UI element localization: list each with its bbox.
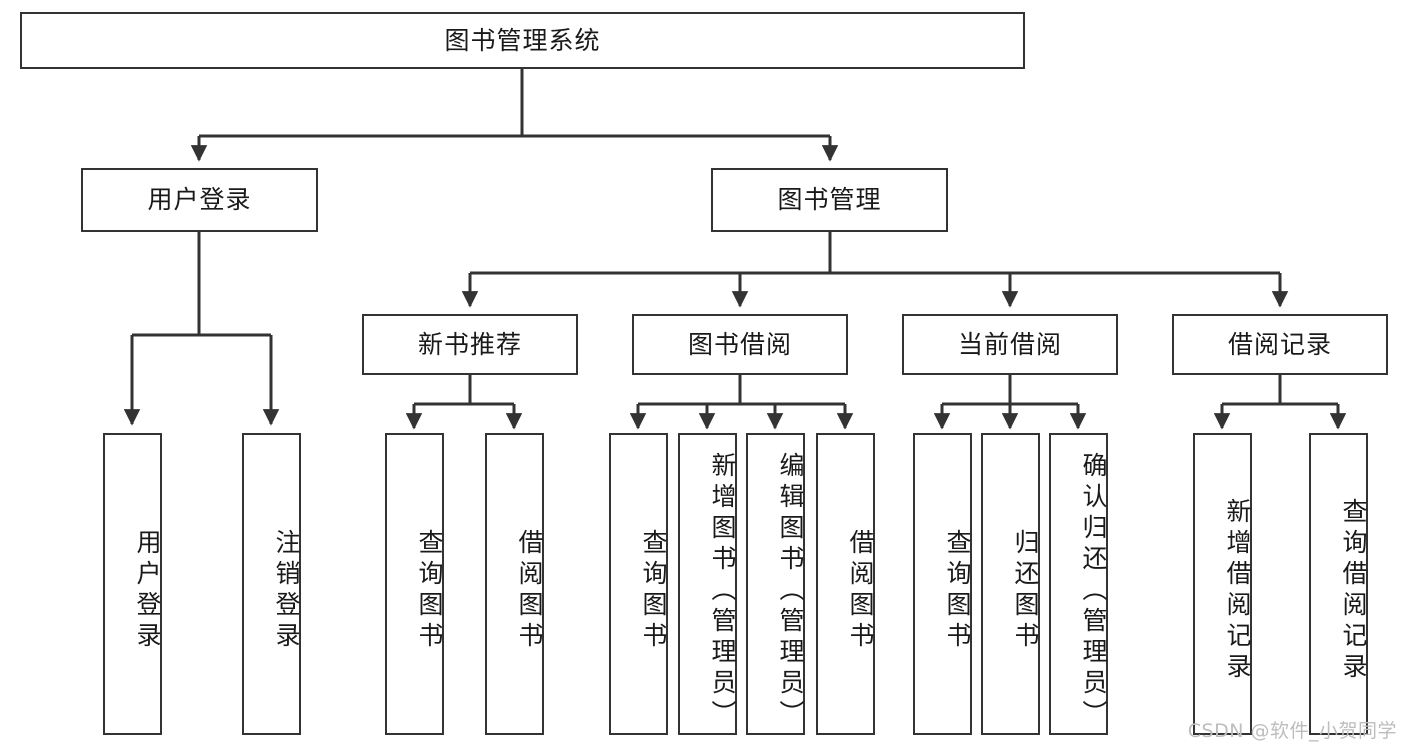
node-borrow-record[interactable]: 借阅记录 (1172, 314, 1388, 375)
node-label: 用户登录 (133, 529, 162, 653)
node-label: 借阅图书 (515, 529, 544, 653)
node-label: 图书管理系统 (444, 25, 601, 55)
leaf-query-book-recommend[interactable]: 查询图书 (385, 433, 444, 735)
node-label: 注销登录 (272, 529, 301, 653)
leaf-user-login[interactable]: 用户登录 (103, 433, 162, 735)
node-book-management[interactable]: 图书管理 (711, 168, 948, 232)
node-label: 借阅记录 (1227, 329, 1332, 359)
node-label: 编辑图书（管理员） (776, 451, 805, 731)
leaf-query-book-current[interactable]: 查询图书 (913, 433, 972, 735)
node-label: 查询图书 (415, 529, 444, 653)
node-label: 图书管理 (777, 185, 882, 214)
node-book-borrow[interactable]: 图书借阅 (632, 314, 848, 375)
node-root-system[interactable]: 图书管理系统 (20, 12, 1025, 69)
leaf-query-book-borrow[interactable]: 查询图书 (609, 433, 668, 735)
node-label: 新增借阅记录 (1223, 498, 1252, 684)
node-label: 归还图书 (1011, 529, 1040, 653)
node-label: 借阅图书 (846, 529, 875, 653)
leaf-edit-book-admin[interactable]: 编辑图书（管理员） (746, 433, 805, 735)
leaf-query-borrow-record[interactable]: 查询借阅记录 (1309, 433, 1368, 735)
leaf-return-book[interactable]: 归还图书 (981, 433, 1040, 735)
leaf-add-borrow-record[interactable]: 新增借阅记录 (1193, 433, 1252, 735)
leaf-borrow-book[interactable]: 借阅图书 (816, 433, 875, 735)
node-label: 用户登录 (147, 185, 252, 214)
node-current-borrow[interactable]: 当前借阅 (902, 314, 1118, 375)
node-label: 新增图书（管理员） (708, 451, 737, 731)
node-user-login[interactable]: 用户登录 (81, 168, 318, 232)
node-label: 查询借阅记录 (1339, 498, 1368, 684)
leaf-add-book-admin[interactable]: 新增图书（管理员） (678, 433, 737, 735)
node-label: 查询图书 (639, 529, 668, 653)
node-label: 查询图书 (943, 529, 972, 653)
node-new-book-recommend[interactable]: 新书推荐 (362, 314, 578, 375)
leaf-logout-login[interactable]: 注销登录 (242, 433, 301, 735)
node-label: 确认归还（管理员） (1079, 451, 1108, 731)
node-label: 图书借阅 (687, 329, 792, 359)
node-label: 新书推荐 (417, 329, 522, 359)
leaf-borrow-book-recommend[interactable]: 借阅图书 (485, 433, 544, 735)
node-label: 当前借阅 (957, 329, 1062, 359)
leaf-confirm-return-admin[interactable]: 确认归还（管理员） (1049, 433, 1108, 735)
csdn-watermark: CSDN @软件_小贺同学 (1187, 720, 1397, 742)
